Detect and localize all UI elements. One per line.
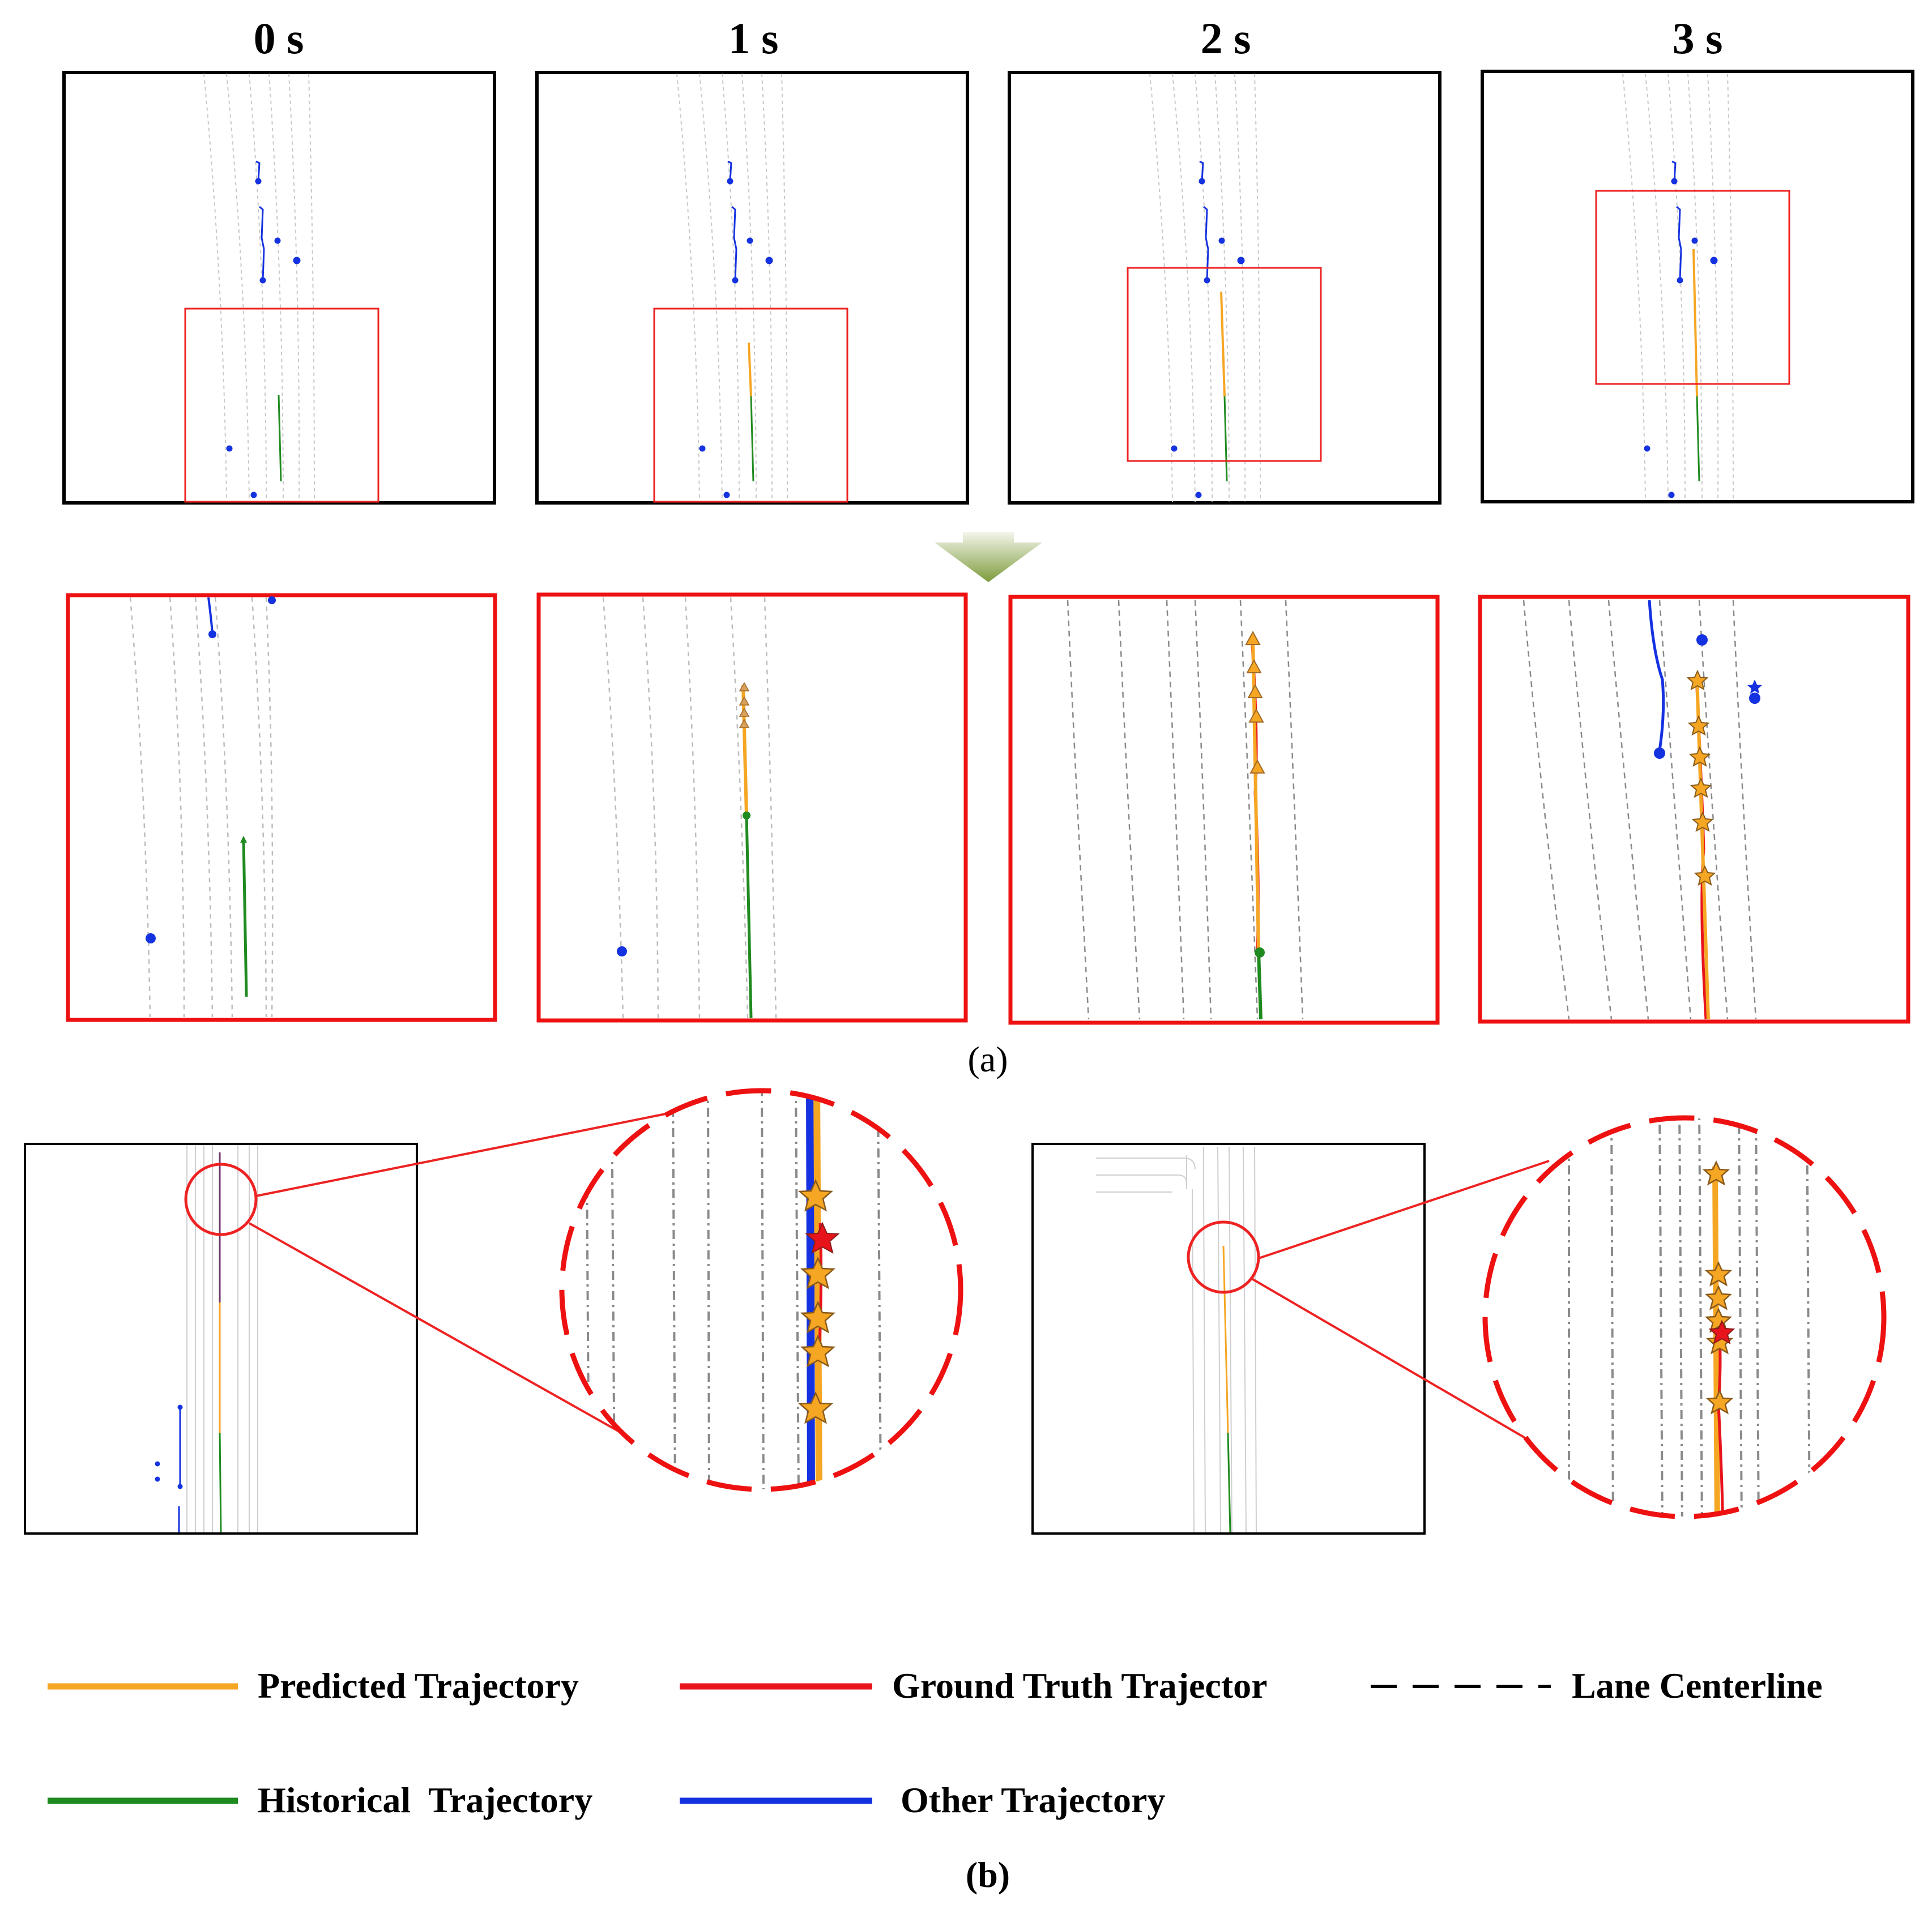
legend-item-predicted: Predicted Trajectory bbox=[48, 1665, 579, 1706]
zoom-frame-0s bbox=[66, 593, 497, 1022]
time-label-1s: 1 s bbox=[728, 14, 779, 63]
down-arrow-icon bbox=[935, 532, 1042, 582]
caption-a: (a) bbox=[967, 1039, 1008, 1079]
panel-b-right bbox=[1031, 1143, 1426, 1535]
legend-item-lane: Lane Centerline bbox=[1371, 1665, 1823, 1706]
legend-item-other: Other Trajectory bbox=[680, 1780, 1165, 1820]
legend-label-predicted: Predicted Trajectory bbox=[258, 1665, 579, 1706]
panel-a-zoom-row bbox=[66, 592, 1910, 1025]
caption-b: (b) bbox=[966, 1855, 1010, 1895]
legend-label-lane: Lane Centerline bbox=[1572, 1665, 1823, 1706]
time-label-3s: 3 s bbox=[1673, 14, 1723, 63]
legend: Predicted Trajectory Ground Truth Trajec… bbox=[48, 1665, 1823, 1820]
frame-0s bbox=[62, 71, 496, 505]
zoom-circle-left bbox=[559, 1088, 963, 1492]
time-label-2s: 2 s bbox=[1201, 14, 1251, 63]
zoom-frame-1s bbox=[536, 592, 968, 1023]
legend-label-historical: Historical Trajectory bbox=[258, 1780, 592, 1820]
time-label-0s: 0 s bbox=[254, 14, 304, 63]
connector-left bbox=[249, 1110, 680, 1451]
zoom-frame-2s bbox=[1008, 595, 1440, 1025]
legend-label-ground-truth: Ground Truth Trajector bbox=[892, 1665, 1268, 1706]
frame-3s bbox=[1481, 70, 1914, 503]
legend-item-historical: Historical Trajectory bbox=[48, 1780, 592, 1820]
connector-right bbox=[1251, 1160, 1550, 1448]
panel-b-left bbox=[24, 1143, 418, 1535]
legend-label-other: Other Trajectory bbox=[901, 1780, 1165, 1820]
panel-a-top-row: 0 s 1 s 2 s 3 s bbox=[62, 14, 1914, 505]
legend-item-ground-truth: Ground Truth Trajector bbox=[680, 1665, 1268, 1706]
zoom-frame-3s bbox=[1478, 595, 1910, 1024]
frame-2s bbox=[1008, 71, 1441, 505]
zoom-circle-right bbox=[1482, 1115, 1887, 1519]
frame-1s bbox=[535, 71, 969, 505]
